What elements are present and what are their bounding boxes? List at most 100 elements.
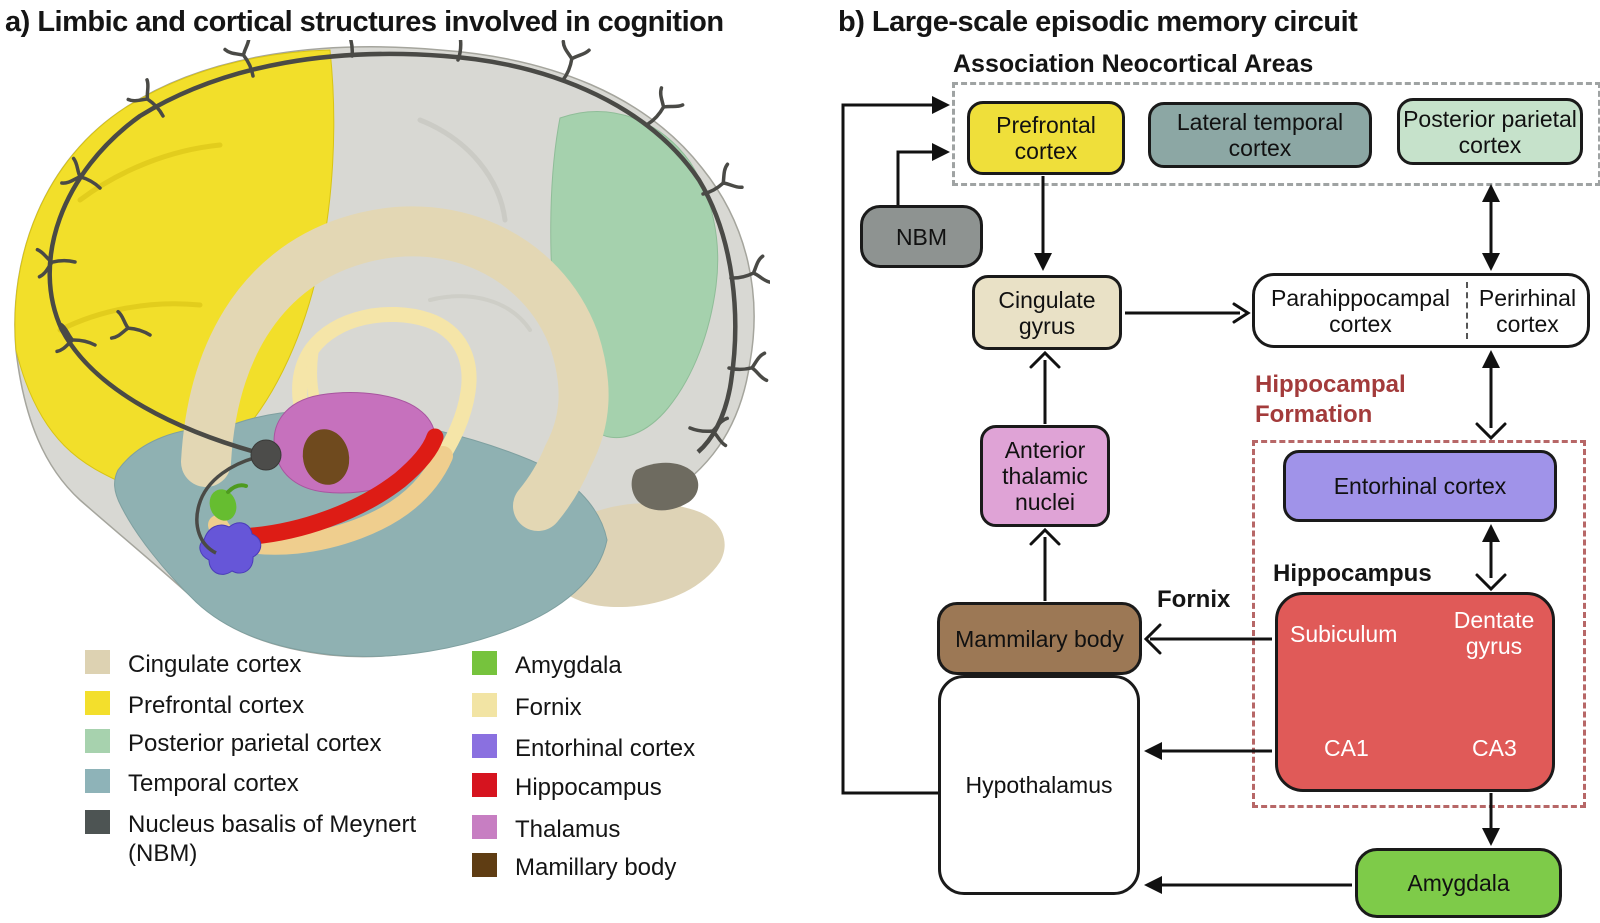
legend-label: Thalamus <box>515 816 621 843</box>
node-label: Cingulate gyrus <box>998 286 1096 339</box>
arrowhead <box>1034 253 1052 271</box>
legend-label: Nucleus basalis of Meynert (NBM) <box>128 811 417 868</box>
legend-item: Temporal cortex <box>85 769 299 798</box>
node-label: Entorhinal cortex <box>1333 473 1507 499</box>
gray-sulcus-line <box>417 117 508 223</box>
legend-swatch <box>85 769 110 793</box>
node-amygdala: Amygdala <box>1355 848 1562 918</box>
open-arrowhead <box>1029 350 1061 369</box>
hippocampus-label: Hippocampus <box>1273 560 1432 587</box>
node-prefrontal-cortex: Prefrontal cortex <box>967 101 1125 175</box>
brain-illustration <box>14 40 770 658</box>
legend-swatch <box>85 810 110 834</box>
arrowhead <box>932 96 950 114</box>
brain-region-entorhinal <box>199 522 262 575</box>
node-ca3: CA3 <box>1472 735 1517 761</box>
node-label: Prefrontal cortex <box>996 112 1096 164</box>
brain-region-hippocampus <box>231 428 444 546</box>
node-cingulate-gyrus: Cingulate gyrus <box>972 275 1122 350</box>
arrowhead <box>1482 350 1500 368</box>
legend-item: Prefrontal cortex <box>85 691 304 720</box>
brain-region-amygdala <box>209 489 237 521</box>
node-label: Perirhinal cortex <box>1478 284 1577 337</box>
cholinergic-projection-arc <box>47 51 738 458</box>
node-entorhinal-cortex: Entorhinal cortex <box>1283 450 1557 522</box>
legend-item: Mamillary body <box>472 853 676 882</box>
arrowhead <box>1482 253 1500 271</box>
open-arrowhead <box>1029 527 1061 546</box>
legend-label: Prefrontal cortex <box>128 692 305 719</box>
dashed-divider <box>1466 282 1468 339</box>
node-label: Lateral temporal cortex <box>1176 109 1344 161</box>
hippocampal-formation-label: Hippocampal Formation <box>1255 371 1406 428</box>
node-nbm: NBM <box>860 205 983 268</box>
legend-swatch <box>472 773 497 797</box>
legend-item: Entorhinal cortex <box>472 734 695 763</box>
node-parahippocampal-perirhinal: Parahippocampal cortex Perirhinal cortex <box>1252 273 1590 348</box>
legend-label: Entorhinal cortex <box>515 735 696 762</box>
legend-item: Nucleus basalis of Meynert (NBM) <box>85 810 446 869</box>
legend-label: Temporal cortex <box>128 770 299 797</box>
arrowhead <box>1482 828 1500 846</box>
node-perirhinal-cortex: Perirhinal cortex <box>1468 276 1587 345</box>
legend-swatch <box>472 651 497 675</box>
node-subiculum: Subiculum <box>1290 621 1398 647</box>
arrowhead <box>1144 742 1162 760</box>
legend-swatch <box>472 693 497 717</box>
node-label: Parahippocampal cortex <box>1270 284 1450 337</box>
panel-a-title: a) Limbic and cortical structures involv… <box>5 6 724 38</box>
legend-item: Thalamus <box>472 815 620 844</box>
legend-swatch <box>472 853 497 877</box>
yellow-sulcus-line <box>77 142 223 203</box>
node-label: NBM <box>895 223 948 250</box>
legend-swatch <box>85 729 110 753</box>
legend-label: Cingulate cortex <box>128 651 302 678</box>
node-hypothalamus: Hypothalamus <box>938 675 1140 895</box>
legend-label: Amygdala <box>515 652 622 679</box>
association-areas-label: Association Neocortical Areas <box>953 50 1314 78</box>
legend-swatch <box>85 650 110 674</box>
legend-item: Amygdala <box>472 651 622 680</box>
legend-swatch <box>472 734 497 758</box>
brain-region-cingulate <box>181 206 609 531</box>
node-hippocampus: Subiculum Dentate gyrus CA1 CA3 <box>1275 592 1555 792</box>
legend-label: Hippocampus <box>515 774 662 801</box>
association-areas-container <box>952 82 1600 186</box>
node-posterior-parietal-cortex: Posterior parietal cortex <box>1397 98 1583 165</box>
legend-item: Hippocampus <box>472 773 662 802</box>
legend-label: Posterior parietal cortex <box>128 730 382 757</box>
hippocampal-formation-container <box>1252 440 1586 808</box>
brain-region-mamillary-body <box>302 429 350 485</box>
open-arrowhead <box>1143 623 1162 655</box>
node-ca1: CA1 <box>1324 735 1369 761</box>
node-mammilary-body: Mammilary body <box>937 602 1142 675</box>
brainstem-cut-wedge <box>631 462 699 511</box>
legend-item: Posterior parietal cortex <box>85 729 381 758</box>
node-label: Mammilary body <box>955 625 1124 652</box>
legend-item: Fornix <box>472 693 582 722</box>
arrowhead <box>932 143 950 161</box>
panel-b-title: b) Large-scale episodic memory circuit <box>838 6 1358 38</box>
arrowhead <box>1482 184 1500 202</box>
legend-label: Mamillary body <box>515 854 677 881</box>
node-lateral-temporal-cortex: Lateral temporal cortex <box>1148 102 1372 168</box>
gray-sulcus-line <box>428 294 532 332</box>
legend-label: Fornix <box>515 694 582 721</box>
legend-swatch <box>472 815 497 839</box>
yellow-sulcus-line <box>57 301 203 333</box>
node-label: Hypothalamus <box>965 772 1113 798</box>
arrowhead <box>1144 876 1162 894</box>
brain-region-fornix-loop <box>292 307 477 464</box>
fornix-label: Fornix <box>1157 586 1231 613</box>
node-label: Posterior parietal cortex <box>1403 105 1577 158</box>
amygdala-stem <box>226 483 248 494</box>
node-dentate-gyrus: Dentate gyrus <box>1453 607 1535 659</box>
node-label: Amygdala <box>1407 870 1510 896</box>
open-arrowhead <box>1475 422 1507 441</box>
node-parahippocampal-cortex: Parahippocampal cortex <box>1255 276 1466 345</box>
node-label: Anterior thalamic nuclei <box>1002 437 1088 515</box>
legend-item: Cingulate cortex <box>85 650 301 679</box>
arrow-nbm-to-association <box>896 150 932 205</box>
cholinergic-projection-arc-small <box>195 453 267 555</box>
